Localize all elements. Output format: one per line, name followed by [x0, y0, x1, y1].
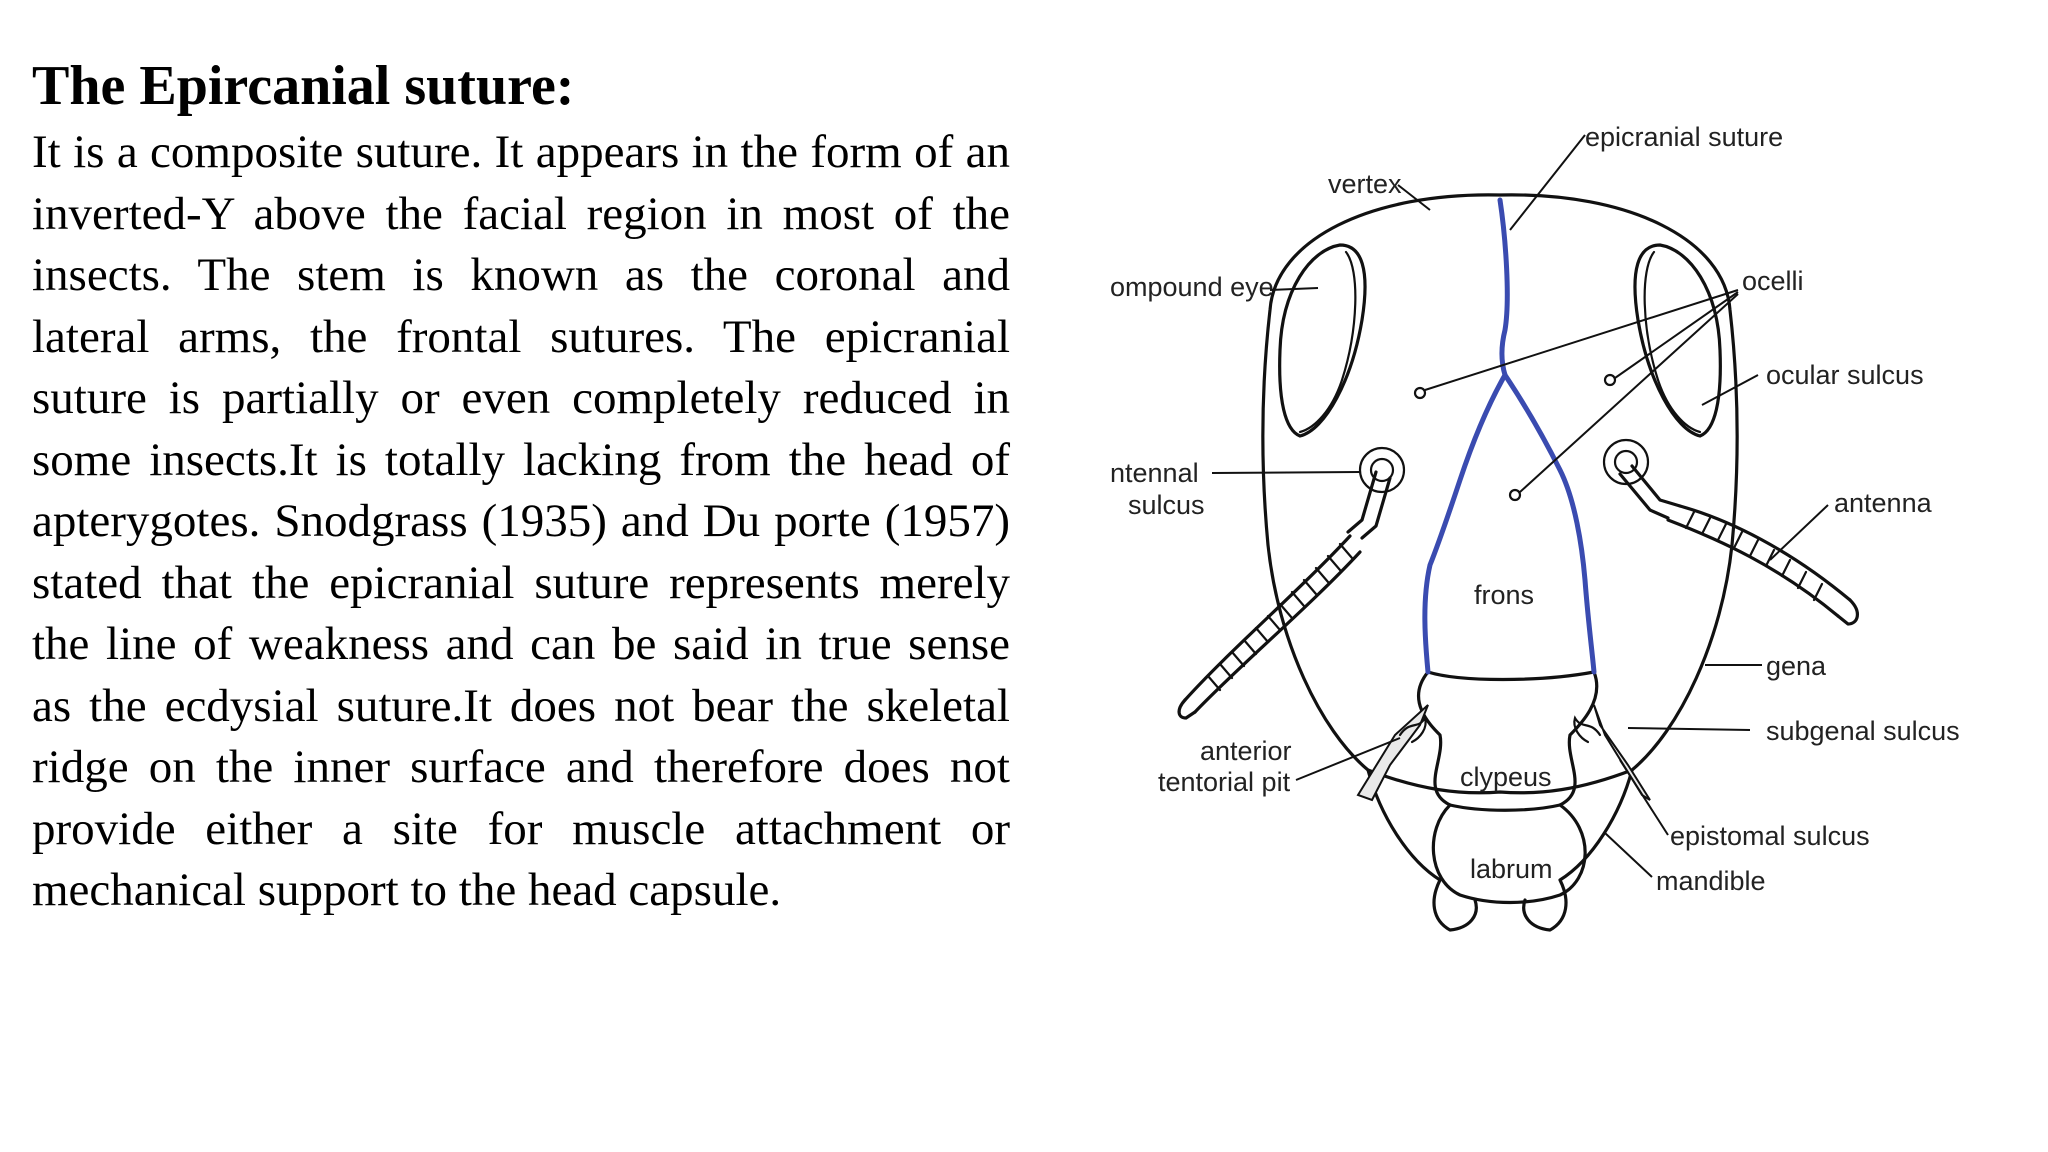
head-capsule-outline	[1261, 193, 1739, 795]
slide-title: The Epircanial suture:	[32, 55, 575, 117]
label-epicranial-suture: epicranial suture	[1585, 122, 1783, 152]
ocular-sulcus-right	[1643, 250, 1702, 434]
label-frons: frons	[1474, 580, 1534, 610]
leader-ocelli-right	[1614, 291, 1739, 379]
label-anterior-tentorial-pit-line2: tentorial pit	[1158, 767, 1291, 797]
antennal-socket-left	[1358, 446, 1406, 494]
label-clypeus: clypeus	[1460, 762, 1552, 792]
label-ocular-sulcus: ocular sulcus	[1766, 360, 1924, 390]
labrum-outline	[1431, 803, 1587, 905]
leader-epistomal-sulcus	[1619, 759, 1669, 836]
clypeus-outline	[1416, 670, 1599, 812]
insect-head-svg: epicranial suture vertex ompound eye oce…	[1110, 122, 1960, 932]
epicranial-suture-right-arm	[1502, 372, 1597, 675]
leader-ocular-sulcus	[1701, 374, 1759, 406]
ocular-sulcus-left	[1298, 250, 1357, 434]
leader-ocelli-left	[1424, 289, 1739, 391]
antenna-right-segments	[1684, 510, 1824, 602]
epistomal-region-right	[1593, 704, 1651, 801]
antennal-socket-left-inner	[1369, 457, 1395, 483]
frons-lower-border	[1426, 670, 1596, 682]
ocellus-right	[1603, 373, 1617, 387]
label-epistomal-sulcus: epistomal sulcus	[1670, 821, 1870, 851]
label-gena: gena	[1766, 651, 1827, 681]
insect-head-diagram: epicranial suture vertex ompound eye oce…	[1100, 110, 2000, 950]
label-ocelli: ocelli	[1742, 266, 1804, 296]
antenna-left-tip	[1177, 698, 1197, 720]
label-antennal-sulcus-line1: ntennal	[1110, 458, 1199, 488]
leader-mandible	[1604, 832, 1653, 878]
compound-eye-left	[1278, 243, 1367, 438]
label-antenna: antenna	[1834, 488, 1933, 518]
antenna-right-tip	[1836, 598, 1859, 626]
slide-text-block: The Epircanial suture: It is a composite…	[32, 50, 1010, 922]
ocellus-median	[1508, 488, 1522, 502]
leader-subgenal-sulcus	[1627, 727, 1751, 731]
label-compound-eye: ompound eye	[1110, 272, 1274, 302]
antennal-socket-right	[1602, 438, 1650, 486]
label-vertex: vertex	[1328, 169, 1402, 199]
leader-vertex	[1397, 184, 1431, 211]
leader-epicranial-suture	[1509, 134, 1586, 231]
label-subgenal-sulcus: subgenal sulcus	[1766, 716, 1960, 746]
ocellus-left	[1413, 386, 1427, 400]
antenna-right-flagellum-top	[1678, 504, 1852, 602]
tentorial-pit-left	[1398, 715, 1427, 744]
label-mandible: mandible	[1656, 866, 1766, 896]
mandible-left-outline	[1366, 768, 1478, 932]
antenna-right-scape	[1618, 464, 1682, 520]
antenna-left-segments	[1206, 542, 1354, 692]
mandible-right-outline	[1522, 768, 1634, 932]
antenna-left-scape	[1346, 470, 1392, 540]
label-antennal-sulcus-line2: sulcus	[1128, 490, 1205, 520]
epicranial-suture-left-arm	[1422, 372, 1508, 675]
compound-eye-right	[1633, 243, 1722, 438]
leader-antenna	[1769, 504, 1829, 561]
antenna-left-flagellum-bottom	[1193, 550, 1362, 714]
antenna-left-flagellum-top	[1183, 534, 1352, 702]
tentorial-pit-right	[1573, 715, 1602, 744]
epicranial-suture-stem	[1497, 197, 1510, 378]
leader-compound-eye	[1269, 287, 1319, 291]
leader-antennal-sulcus	[1211, 471, 1361, 474]
epistomal-region-left	[1356, 704, 1429, 802]
slide-body-paragraph: It is a composite suture. It appears in …	[32, 126, 1010, 916]
leader-anterior-tentorial-pit	[1295, 737, 1401, 781]
label-anterior-tentorial-pit-line1: anterior	[1200, 736, 1292, 766]
label-labrum: labrum	[1470, 854, 1553, 884]
leader-ocelli-median	[1519, 293, 1739, 493]
antennal-socket-right-inner	[1613, 449, 1639, 475]
